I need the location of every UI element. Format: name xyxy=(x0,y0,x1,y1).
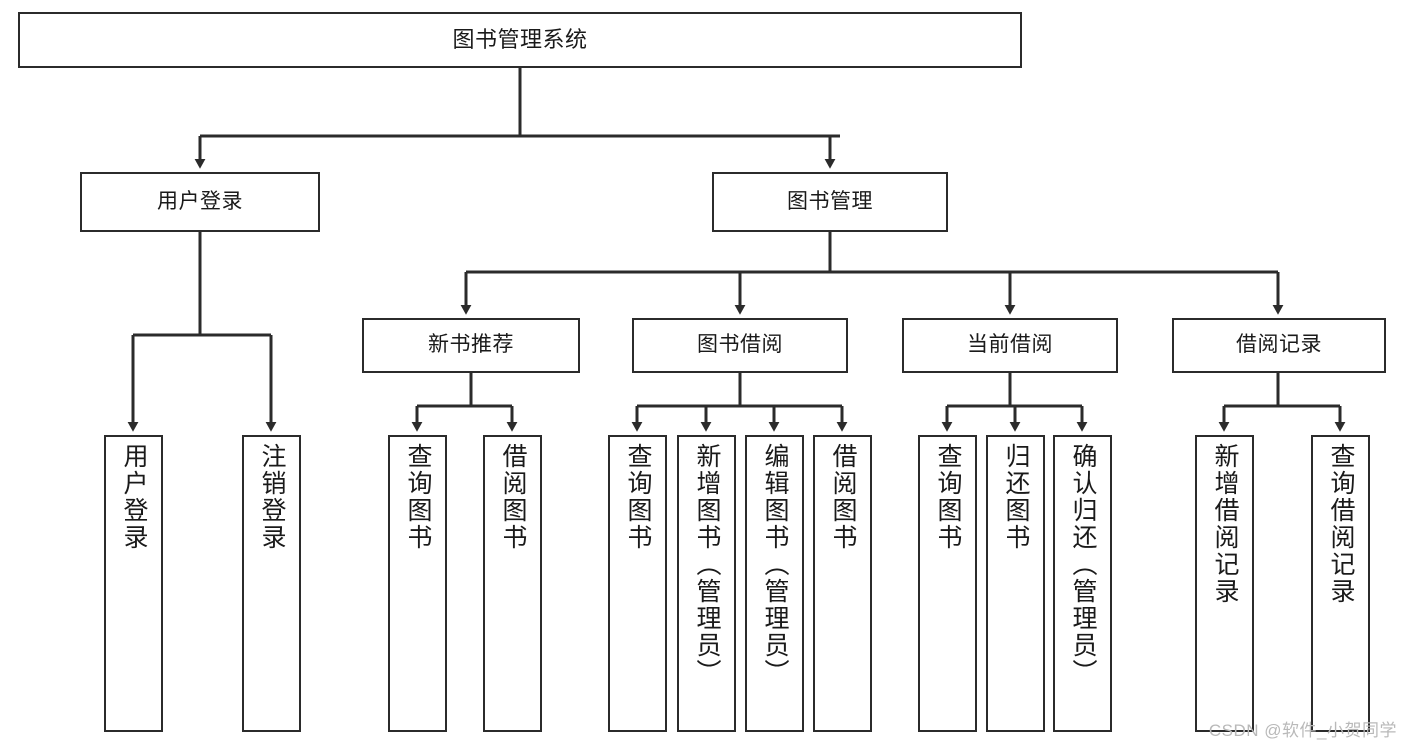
node-label: 确认归还（管理员） xyxy=(1069,443,1097,686)
node-lf2[interactable]: 注销登录 xyxy=(242,435,301,732)
node-lf7[interactable]: 编辑图书（管理员） xyxy=(745,435,804,732)
node-label: 图书管理系统 xyxy=(452,27,588,53)
node-root[interactable]: 图书管理系统 xyxy=(18,12,1022,68)
node-label: 新增图书（管理员） xyxy=(693,443,721,686)
node-label: 编辑图书（管理员） xyxy=(761,443,789,686)
node-l1a[interactable]: 用户登录 xyxy=(80,172,320,232)
node-label: 新书推荐 xyxy=(428,333,514,357)
node-lf10[interactable]: 归还图书 xyxy=(986,435,1045,732)
node-label: 借阅图书 xyxy=(829,443,857,551)
node-label: 图书管理 xyxy=(787,189,873,213)
node-lf11[interactable]: 确认归还（管理员） xyxy=(1053,435,1112,732)
node-lf4[interactable]: 借阅图书 xyxy=(483,435,542,732)
node-label: 新增借阅记录 xyxy=(1211,443,1239,605)
node-l2c[interactable]: 当前借阅 xyxy=(902,318,1118,373)
node-l1b[interactable]: 图书管理 xyxy=(712,172,948,232)
node-label: 归还图书 xyxy=(1002,443,1030,551)
node-l2b[interactable]: 图书借阅 xyxy=(632,318,848,373)
node-lf12[interactable]: 新增借阅记录 xyxy=(1195,435,1254,732)
node-label: 查询图书 xyxy=(404,443,432,551)
node-lf8[interactable]: 借阅图书 xyxy=(813,435,872,732)
node-label: 查询图书 xyxy=(934,443,962,551)
node-label: 借阅图书 xyxy=(499,443,527,551)
node-lf13[interactable]: 查询借阅记录 xyxy=(1311,435,1370,732)
node-label: 图书借阅 xyxy=(697,333,783,357)
node-label: 借阅记录 xyxy=(1236,333,1322,357)
node-l2a[interactable]: 新书推荐 xyxy=(362,318,580,373)
node-label: 用户登录 xyxy=(120,443,148,551)
node-label: 查询借阅记录 xyxy=(1327,443,1355,605)
node-l2d[interactable]: 借阅记录 xyxy=(1172,318,1386,373)
node-lf1[interactable]: 用户登录 xyxy=(104,435,163,732)
watermark: CSDN @软件_小贺同学 xyxy=(1208,721,1397,740)
node-lf5[interactable]: 查询图书 xyxy=(608,435,667,732)
node-lf9[interactable]: 查询图书 xyxy=(918,435,977,732)
node-label: 当前借阅 xyxy=(967,333,1053,357)
node-label: 查询图书 xyxy=(624,443,652,551)
node-label: 用户登录 xyxy=(157,189,243,213)
node-label: 注销登录 xyxy=(258,443,286,551)
node-lf3[interactable]: 查询图书 xyxy=(388,435,447,732)
node-lf6[interactable]: 新增图书（管理员） xyxy=(677,435,736,732)
